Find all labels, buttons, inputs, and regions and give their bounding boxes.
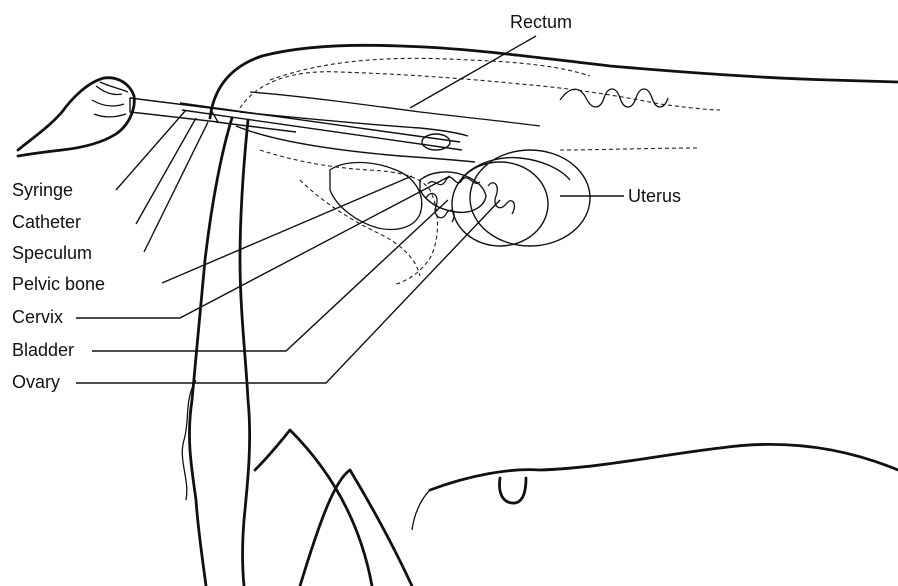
leader-cervix xyxy=(76,176,450,318)
rectum-loops xyxy=(560,89,668,107)
uterus-body xyxy=(462,158,570,180)
label-syringe: Syringe xyxy=(12,180,73,200)
label-cervix: Cervix xyxy=(12,307,63,327)
leader-speculum xyxy=(144,122,208,252)
leader-bladder xyxy=(92,200,448,351)
udder-teat xyxy=(500,478,527,503)
label-ovary: Ovary xyxy=(12,372,60,392)
abdomen-dashed-contour xyxy=(560,148,700,150)
label-rectum: Rectum xyxy=(510,12,572,32)
label-speculum: Speculum xyxy=(12,243,92,263)
tail-right-strand xyxy=(240,120,250,586)
cervix-outline xyxy=(420,172,486,212)
leader-ovary xyxy=(76,200,500,383)
rectum-upper-dash xyxy=(270,58,590,80)
label-pelvic-bone: Pelvic bone xyxy=(12,274,105,294)
bladder-outline xyxy=(330,163,422,230)
label-uterus: Uterus xyxy=(628,186,681,206)
cow-back-outline xyxy=(210,45,898,118)
rectum-inner-tube xyxy=(250,92,540,126)
tail-left-strand xyxy=(189,118,232,586)
hand-icon xyxy=(18,78,134,156)
insemination-instrument xyxy=(130,98,475,162)
hind-leg-outline xyxy=(255,430,372,586)
uterus-horn-inner xyxy=(452,162,548,246)
udder-line xyxy=(412,490,430,530)
label-catheter: Catheter xyxy=(12,212,81,232)
label-bladder: Bladder xyxy=(12,340,74,360)
uterus-horn-outer xyxy=(470,150,590,246)
leader-pelvic-bone xyxy=(162,176,412,283)
pelvic-bone-outline xyxy=(260,150,438,284)
